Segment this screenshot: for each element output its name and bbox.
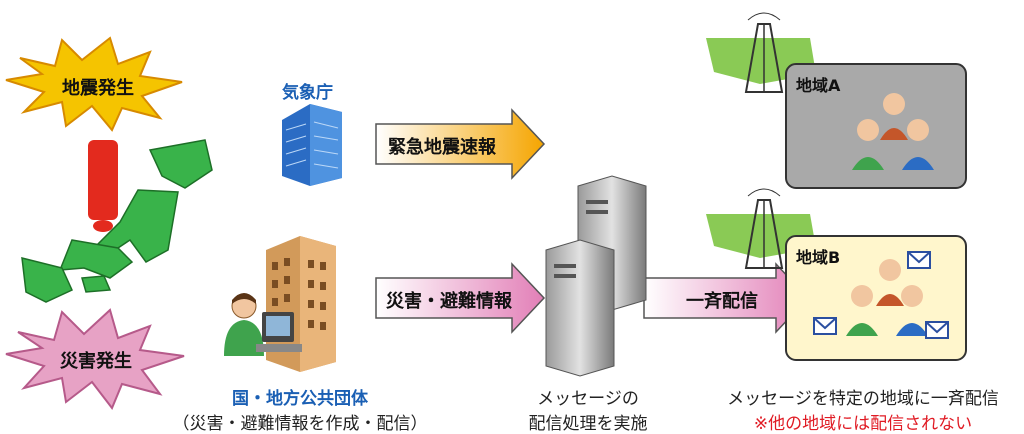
operator-icon bbox=[224, 293, 302, 356]
earthquake-label: 地震発生 bbox=[62, 78, 134, 99]
mail-icon bbox=[813, 251, 949, 339]
japan-map-icon bbox=[21, 139, 213, 303]
server-caption-line1: メッセージの bbox=[537, 389, 639, 409]
region-b-label: 地域B bbox=[796, 248, 841, 267]
disaster-label: 災害発生 bbox=[60, 351, 132, 372]
result-line1: メッセージを特定の地域に一斉配信 bbox=[727, 389, 999, 409]
evac-arrow-label: 災害・避難情報 bbox=[386, 291, 512, 312]
server-caption: メッセージの 配信処理を実施 bbox=[518, 384, 658, 434]
server-icon bbox=[545, 175, 647, 377]
jma-building-icon bbox=[282, 104, 342, 186]
people-group-b-icon bbox=[846, 259, 928, 336]
region-a-label: 地域A bbox=[796, 76, 841, 95]
evac-arrow bbox=[375, 262, 546, 334]
broadcast-arrow-label: 一斉配信 bbox=[686, 291, 758, 312]
eew-arrow bbox=[375, 108, 546, 180]
gov-title: 国・地方公共団体 bbox=[232, 389, 368, 409]
government-building-icon bbox=[266, 236, 336, 372]
exclamation-icon bbox=[88, 140, 118, 220]
gov-caption: 国・地方公共団体 （災害・避難情報を作成・配信） bbox=[150, 384, 450, 434]
people-group-a-icon bbox=[852, 93, 934, 170]
gov-note: （災害・避難情報を作成・配信） bbox=[172, 414, 428, 434]
disaster-burst-icon bbox=[5, 308, 185, 410]
jma-label: 気象庁 bbox=[282, 83, 333, 103]
earthquake-burst-icon bbox=[5, 36, 183, 132]
eew-arrow-label: 緊急地震速報 bbox=[388, 137, 496, 158]
server-caption-line2: 配信処理を実施 bbox=[528, 414, 648, 434]
result-line2: ※他の地域には配信されない bbox=[753, 414, 973, 434]
result-caption: メッセージを特定の地域に一斉配信 ※他の地域には配信されない bbox=[704, 384, 1022, 434]
